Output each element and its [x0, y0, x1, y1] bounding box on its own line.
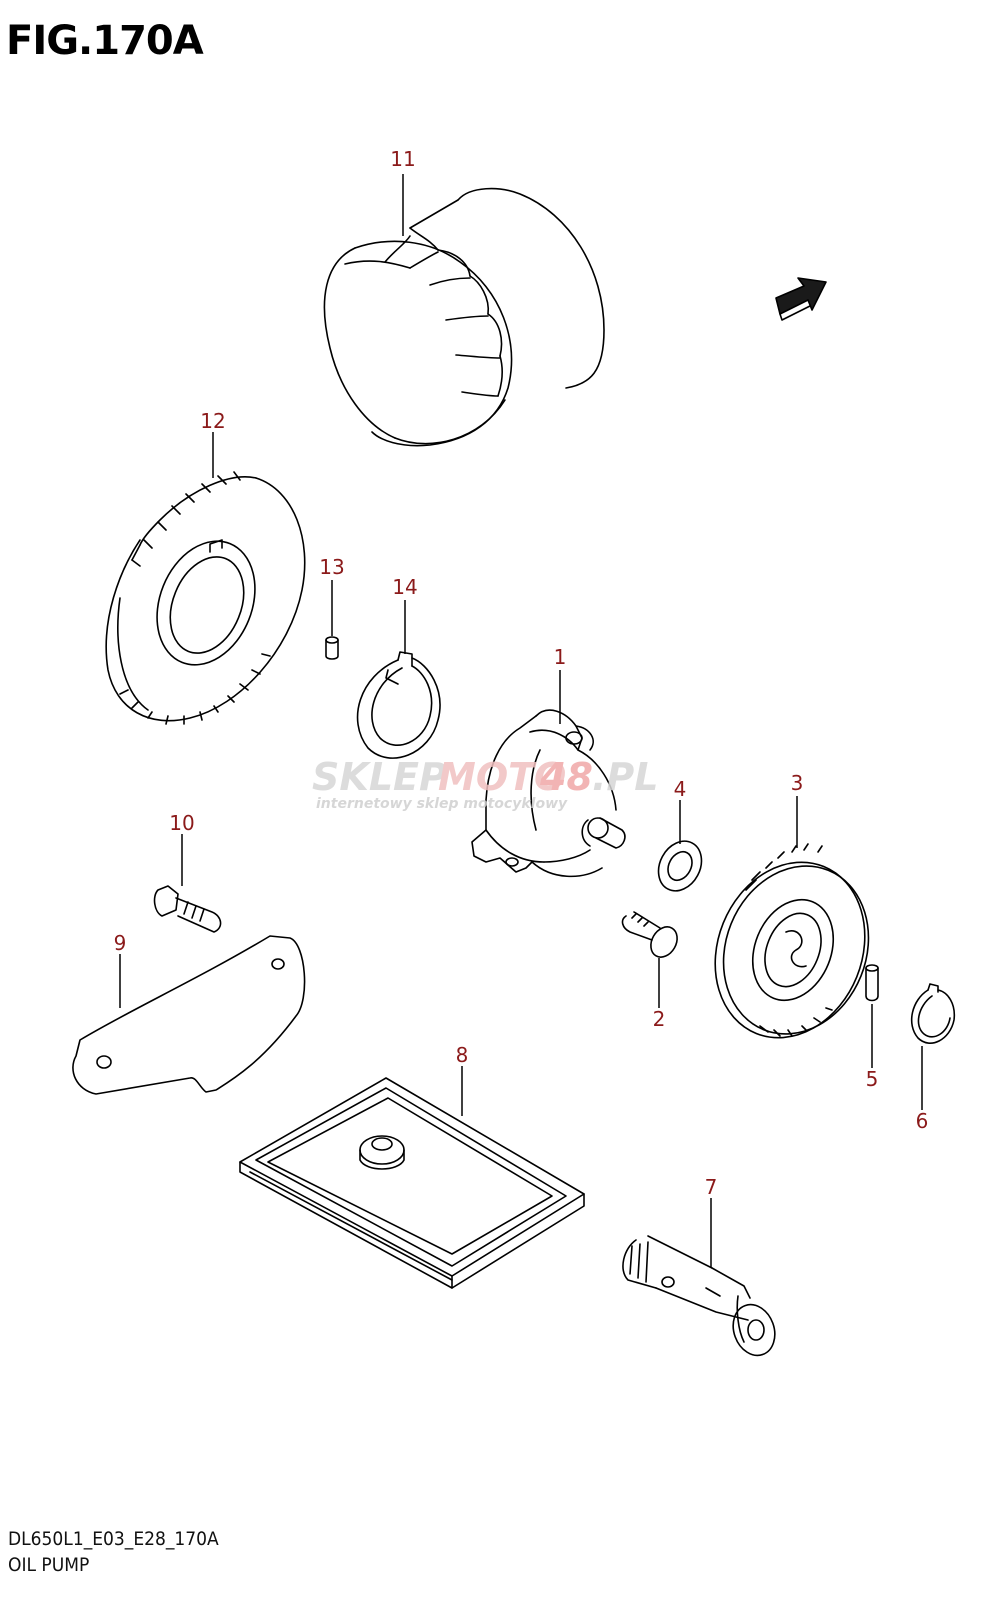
part-5-pin [865, 964, 879, 1002]
callout-9: 9 [114, 931, 127, 955]
callout-14: 14 [392, 575, 417, 599]
part-3-oil-pump-drive-gear [714, 843, 870, 1039]
figure-title: FIG.170A [6, 18, 204, 64]
figure-code: DL650L1_E03_E28_170A [8, 1528, 219, 1550]
callout-11: 11 [390, 147, 415, 171]
watermark: SKLEP MOTO 48 .PL internetowy sklep moto… [312, 755, 659, 812]
part-12-oil-pump-driven-gear [105, 471, 306, 725]
part-7-relief-valve [622, 1235, 776, 1357]
figure-name: OIL PUMP [8, 1554, 90, 1576]
part-8-oil-strainer [239, 1077, 585, 1289]
watermark-tagline: internetowy sklep motocyklowy [316, 796, 568, 812]
part-11-oil-filter [323, 187, 605, 447]
part-13-dowel-pin [325, 636, 339, 660]
callout-1: 1 [554, 645, 567, 669]
callout-8: 8 [456, 1043, 469, 1067]
part-10-bolt [153, 885, 222, 933]
watermark-brand-d: .PL [592, 755, 659, 799]
arrow-icon [775, 277, 827, 321]
callout-7: 7 [705, 1175, 718, 1199]
part-2-screw [621, 911, 678, 958]
callout-6: 6 [916, 1109, 929, 1133]
callout-2: 2 [653, 1007, 666, 1031]
part-9-plate [72, 935, 306, 1095]
callout-5: 5 [866, 1067, 879, 1091]
part-14-circlip [356, 651, 441, 759]
watermark-brand-a: SKLEP [312, 755, 447, 799]
part-1-oil-pump [471, 709, 626, 878]
callout-13: 13 [319, 555, 344, 579]
watermark-brand-b: MOTO [438, 755, 566, 799]
leader-lines [119, 174, 923, 1268]
part-6-circlip [910, 983, 956, 1044]
callout-10: 10 [169, 811, 194, 835]
callouts: 11 12 13 14 1 4 3 10 9 2 5 6 8 7 [114, 147, 929, 1199]
callout-4: 4 [674, 777, 687, 801]
part-4-washer [657, 840, 703, 892]
callout-3: 3 [791, 771, 804, 795]
callout-12: 12 [200, 409, 225, 433]
watermark-brand-c: 48 [539, 755, 593, 799]
